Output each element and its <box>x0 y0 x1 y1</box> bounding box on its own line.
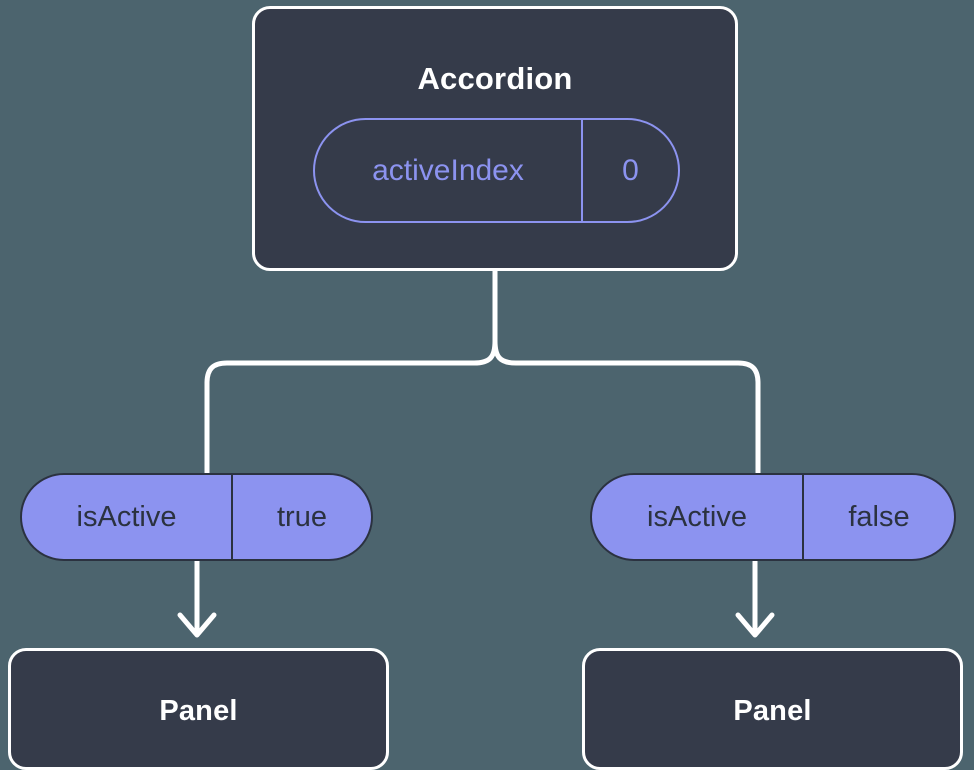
prop-pill-isactive-true[interactable]: isActive true <box>20 473 373 561</box>
prop-pill-activeindex-key: activeIndex <box>315 120 583 221</box>
arrow-left-head-icon <box>177 612 217 638</box>
prop-pill-activeindex-value: 0 <box>622 153 639 187</box>
prop-pill-activeindex[interactable]: activeIndex 0 <box>313 118 680 223</box>
panel-left-title: Panel <box>159 695 238 727</box>
prop-pill-isactive-false[interactable]: isActive false <box>590 473 956 561</box>
panel-right-title: Panel <box>733 695 812 727</box>
panel-node-left[interactable]: Panel <box>8 648 389 770</box>
prop-pill-isactive-true-key: isActive <box>22 475 233 559</box>
branch-left-line <box>204 338 498 476</box>
prop-pill-isactive-false-value: false <box>848 500 910 533</box>
arrow-right-head-icon <box>735 612 775 638</box>
prop-pill-isactive-true-value: true <box>277 500 327 533</box>
branch-right-line <box>492 338 761 476</box>
prop-pill-isactive-false-key: isActive <box>592 475 804 559</box>
panel-node-right[interactable]: Panel <box>582 648 963 770</box>
accordion-title: Accordion <box>417 61 573 96</box>
